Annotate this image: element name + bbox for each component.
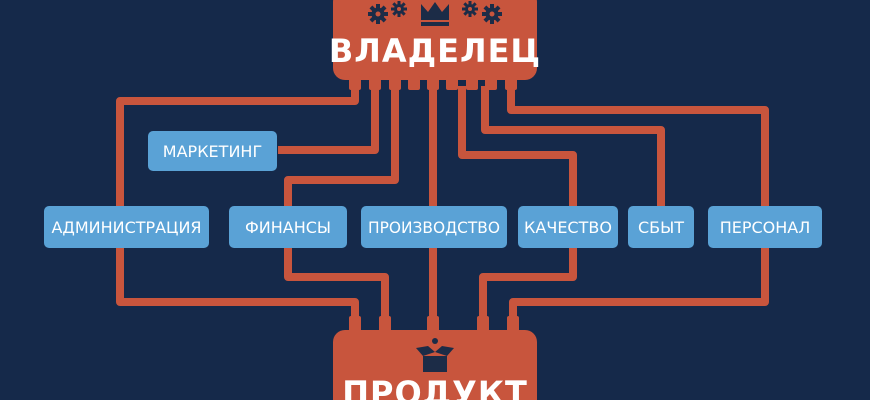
chip-marketing: МАРКЕТИНГ (148, 131, 277, 171)
owner-label: ВЛАДЕЛЕЦ (329, 32, 541, 70)
chip-administration: АДМИНИСТРАЦИЯ (44, 206, 209, 248)
owner-pins (349, 76, 517, 90)
open-box-icon (416, 338, 454, 372)
chip-production-label: ПРОИЗВОДСТВО (368, 218, 500, 237)
chip-quality: КАЧЕСТВО (518, 206, 618, 248)
chip-sales: СБЫТ (628, 206, 694, 248)
gear-icon (462, 1, 478, 17)
gear-icon (482, 4, 502, 24)
chip-finance-label: ФИНАНСЫ (245, 218, 331, 237)
chip-personnel: ПЕРСОНАЛ (708, 206, 822, 248)
gear-icon (391, 1, 407, 17)
department-chips: МАРКЕТИНГ АДМИНИСТРАЦИЯ ФИНАНСЫ ПРОИЗВОД… (44, 131, 822, 248)
connector-administration (116, 86, 359, 332)
connector-marketing (278, 86, 379, 154)
product-pins (349, 316, 519, 334)
owner-icons (368, 1, 502, 26)
chip-production: ПРОИЗВОДСТВО (361, 206, 507, 248)
chip-quality-label: КАЧЕСТВО (524, 218, 612, 237)
chip-personnel-label: ПЕРСОНАЛ (720, 218, 811, 237)
connector-sales (481, 86, 665, 206)
chip-administration-label: АДМИНИСТРАЦИЯ (52, 218, 202, 237)
chip-sales-label: СБЫТ (638, 218, 684, 237)
product-label: ПРОДУКТ (342, 374, 528, 400)
gear-icon (368, 4, 388, 24)
owner-block: ВЛАДЕЛЕЦ (329, 0, 541, 90)
product-block: ПРОДУКТ (333, 316, 537, 400)
chip-marketing-label: МАРКЕТИНГ (163, 142, 262, 161)
chip-finance: ФИНАНСЫ (229, 206, 347, 248)
crown-icon (421, 2, 449, 26)
